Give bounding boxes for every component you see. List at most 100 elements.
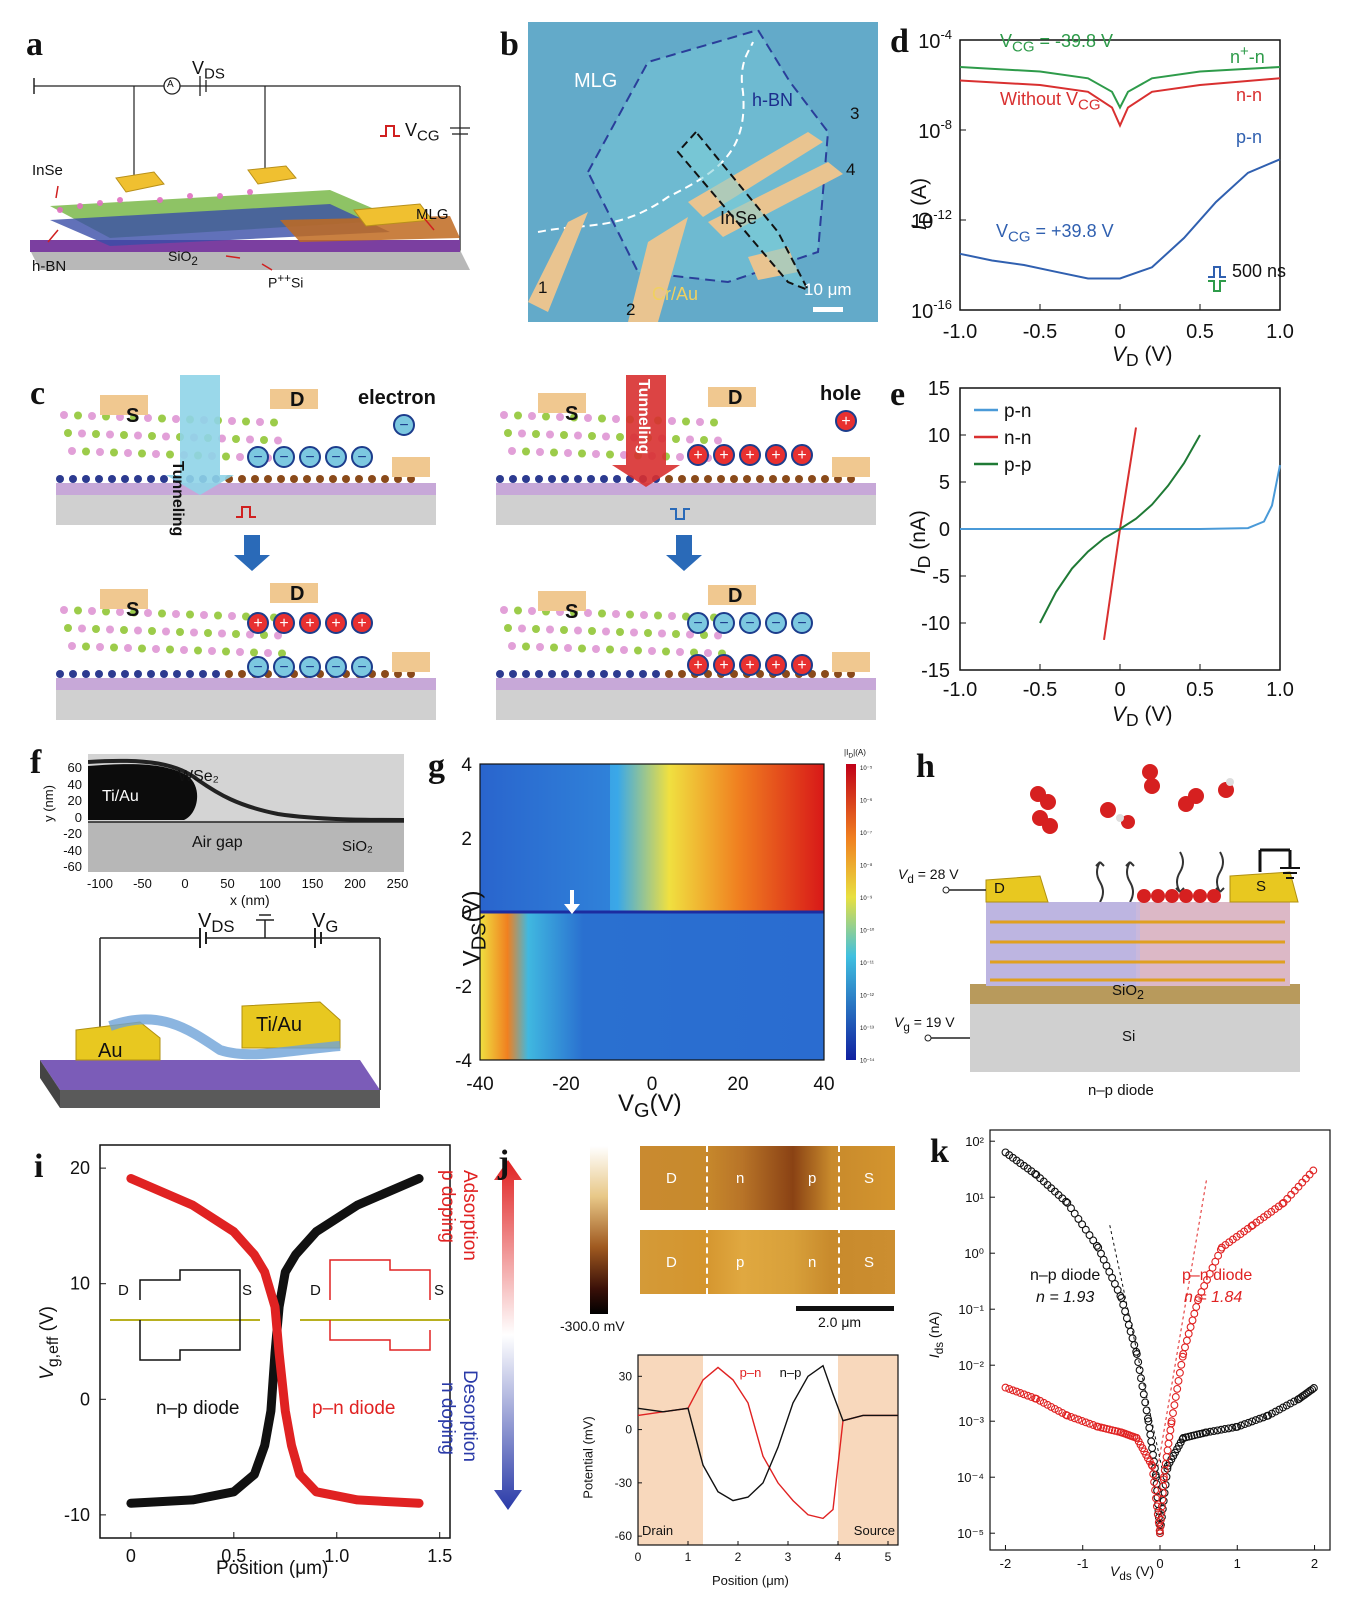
c-top-right-lattice: [602, 432, 610, 441]
c-top-right-atom: [756, 475, 764, 483]
k-point-1: [1150, 1478, 1159, 1487]
hole-charge: [351, 612, 373, 634]
electron-charge-sign: −: [357, 659, 366, 676]
f-ytick-label: 60: [67, 760, 82, 775]
k-point-0: [1237, 1421, 1245, 1430]
c-top-right-lattice: [500, 411, 508, 419]
mlg-region-label: MLG: [574, 70, 618, 92]
airgap-label: Air gap: [192, 834, 243, 851]
i-ylabel-sub: g,eff: [44, 1336, 62, 1368]
k-point-1: [1278, 1199, 1287, 1208]
c-top-right-atom: [548, 475, 556, 483]
k-point-0: [1067, 1204, 1075, 1213]
k-point-0: [1264, 1411, 1273, 1420]
k-point-1: [1001, 1383, 1010, 1392]
c-bot-left-lattice: [144, 609, 152, 617]
k-point-1: [1182, 1336, 1191, 1345]
hole-legend: [835, 410, 857, 432]
d-ann-npn: n: [1230, 47, 1241, 67]
i-ndoping: n doping: [437, 1382, 458, 1455]
c-top-left-lattice: [172, 415, 180, 423]
hole-charge: [739, 654, 761, 676]
c-bot-right-lattice: [668, 612, 676, 620]
g-cbar-title-sub: D: [848, 752, 854, 760]
j-ytick-label: -30: [615, 1476, 633, 1490]
psi-label: P: [268, 274, 278, 291]
c-bot-right-lattice: [588, 627, 596, 635]
i-np-label: n–p diode: [156, 1398, 240, 1419]
c-top-right-atom: [730, 475, 738, 483]
c-top-left-lattice: [222, 452, 230, 461]
j-xlabel: Position (μm): [712, 1573, 789, 1588]
c-top-right-atom: [613, 475, 621, 483]
i-ytick-label: 0: [80, 1389, 90, 1409]
g-ytick-label: 2: [461, 829, 472, 850]
g-map-lower: [480, 912, 824, 1060]
k-point-0: [1251, 1416, 1260, 1425]
panel-label-f: f: [30, 744, 42, 781]
k-pn-n: n = 1.84: [1184, 1289, 1243, 1306]
c-bot-right-lattice: [504, 624, 512, 632]
c-top-right-atom: [808, 475, 816, 483]
k-point-0: [1119, 1300, 1128, 1309]
g-cbar-tick: 10⁻⁷: [860, 830, 872, 837]
source-label-3: S: [126, 599, 140, 621]
c-bot-right-lattice: [528, 607, 536, 615]
c-bot-right-atom: [522, 670, 530, 678]
c-top-right-atom: [769, 475, 777, 483]
electron-charge: [791, 612, 813, 634]
optical-micrograph: MLG h-BN InSe Cr/Au 10 μm 1 2 3 4: [528, 22, 878, 322]
c-bot-left-atom: [69, 670, 77, 678]
c-top-right-lattice: [592, 450, 600, 458]
k-ylabel-unit: (nA): [926, 1311, 943, 1342]
psi-sup: ++: [277, 272, 291, 285]
k-ytick-label: 10¹: [965, 1190, 984, 1205]
panel-label-d: d: [890, 23, 909, 60]
k-point-0: [1248, 1417, 1257, 1426]
c-top-left-lattice: [166, 450, 174, 459]
k-ytick-label: 10⁻¹: [958, 1302, 984, 1317]
k-pn-label: p–n diode: [1182, 1267, 1253, 1284]
c-top-right-lattice: [616, 433, 624, 441]
k-point-0: [1209, 1427, 1218, 1436]
c-top-left-lattice: [162, 432, 170, 441]
i-ytick-label: 20: [70, 1158, 90, 1178]
hole-charge-sign: +: [797, 657, 806, 674]
pulse-icon: [236, 506, 256, 518]
c-top-right-atom: [665, 475, 673, 483]
d-ann-vcg-pos: V: [996, 221, 1009, 241]
c-top-left-lattice: [60, 411, 68, 419]
electron-charge-sign: −: [693, 615, 702, 632]
c-bot-right-lattice: [654, 611, 662, 620]
c-bot-right-lattice: [550, 643, 558, 652]
c-bot-left-lattice: [186, 610, 194, 619]
c-top-left-lattice: [68, 447, 76, 455]
c-electrode: [538, 591, 586, 611]
c-bot-right-lattice: [686, 630, 694, 639]
c-top-left-atom: [381, 475, 389, 483]
k-point-1: [1039, 1398, 1048, 1407]
c-top-left-atom: [355, 475, 363, 483]
panel-label-g: g: [428, 748, 445, 785]
c-electrode: [538, 393, 586, 413]
c-electrode: [100, 589, 148, 609]
electrode-2: 2: [626, 300, 636, 319]
vcg-label: V: [405, 120, 418, 140]
i-inset-s1: S: [242, 1282, 253, 1299]
k-ytick-label: 10⁻²: [958, 1358, 984, 1373]
c-bot-right-lattice: [634, 646, 642, 655]
c-top-right-lattice: [564, 449, 572, 457]
h-vd-sub: d: [907, 872, 914, 886]
d-xlabel-unit: (V): [1138, 343, 1173, 366]
c-top-left-lattice: [256, 418, 264, 426]
tunneling-arrow-down-icon: [166, 375, 234, 495]
c-bot-right-lattice: [612, 610, 620, 618]
k-point-1: [1184, 1329, 1193, 1338]
e-ylabel-unit: (nA): [906, 510, 930, 556]
c-bot-right-atom: [665, 670, 673, 678]
k-point-1: [1294, 1182, 1303, 1191]
c-top-right-lattice: [686, 435, 694, 444]
